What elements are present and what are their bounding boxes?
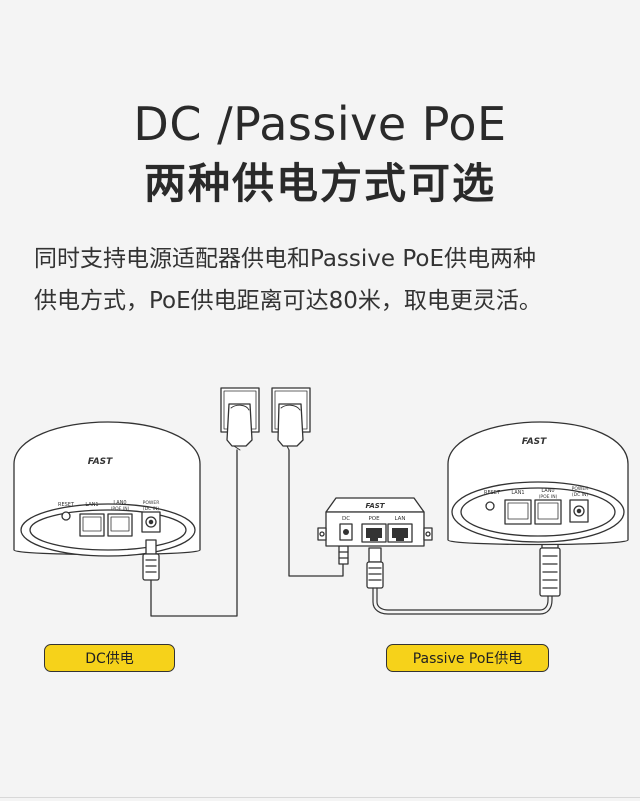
left-power-sublabel: (DC IN) — [143, 506, 159, 512]
left-lan0-label: LAN0 — [113, 500, 126, 506]
injector-dc-cable — [288, 449, 344, 577]
bottom-divider — [0, 797, 640, 798]
right-power-sublabel: (DC IN) — [572, 492, 588, 498]
left-dc-cable — [142, 449, 238, 617]
left-lan0-sublabel: (POE IN) — [111, 506, 130, 512]
right-power-label: POWER — [572, 486, 589, 492]
description-line-2: 供电方式，PoE供电距离可达80米，取电更灵活。 — [34, 288, 542, 314]
power-adapter-2 — [277, 403, 304, 451]
right-cpe-device: FAST RESET LAN1 LAN0 (POE IN) POWER (DC … — [447, 421, 629, 546]
injector-dc-label: DC — [342, 516, 350, 522]
page-subtitle: 两种供电方式可选 — [143, 159, 496, 208]
poe-injector: FAST DC POE LAN — [317, 497, 433, 547]
left-cpe-device: FAST RESET LAN1 LAN0 (POE IN) POWER (DC … — [13, 421, 201, 557]
left-power-label: POWER — [143, 500, 160, 506]
injector-dc-plug — [338, 545, 349, 565]
description-line-1: 同时支持电源适配器供电和Passive PoE供电两种 — [34, 246, 537, 272]
page-title: DC /Passive PoE — [133, 97, 507, 151]
right-device-brand: FAST — [522, 437, 547, 447]
dc-power-label: DC供电 — [44, 644, 175, 672]
right-lan0-sublabel: (POE IN) — [539, 494, 558, 500]
left-lan1-label: LAN1 — [85, 502, 98, 508]
left-reset-button — [61, 511, 71, 521]
injector-poe-label: POE — [368, 516, 380, 522]
poe-power-label: Passive PoE供电 — [386, 644, 549, 672]
left-device-brand: FAST — [88, 457, 113, 467]
right-lan1-label: LAN1 — [511, 490, 524, 496]
right-reset-label: RESET — [484, 490, 501, 496]
power-adapter-1 — [226, 403, 253, 451]
right-reset-button — [485, 501, 495, 511]
injector-brand: FAST — [365, 502, 385, 510]
injector-lan-label: LAN — [394, 516, 405, 522]
left-reset-label: RESET — [58, 502, 75, 508]
power-supply-illustration: FAST RESET LAN1 LAN0 (POE IN) POWER (DC … — [13, 387, 629, 617]
right-lan0-label: LAN0 — [541, 488, 554, 494]
